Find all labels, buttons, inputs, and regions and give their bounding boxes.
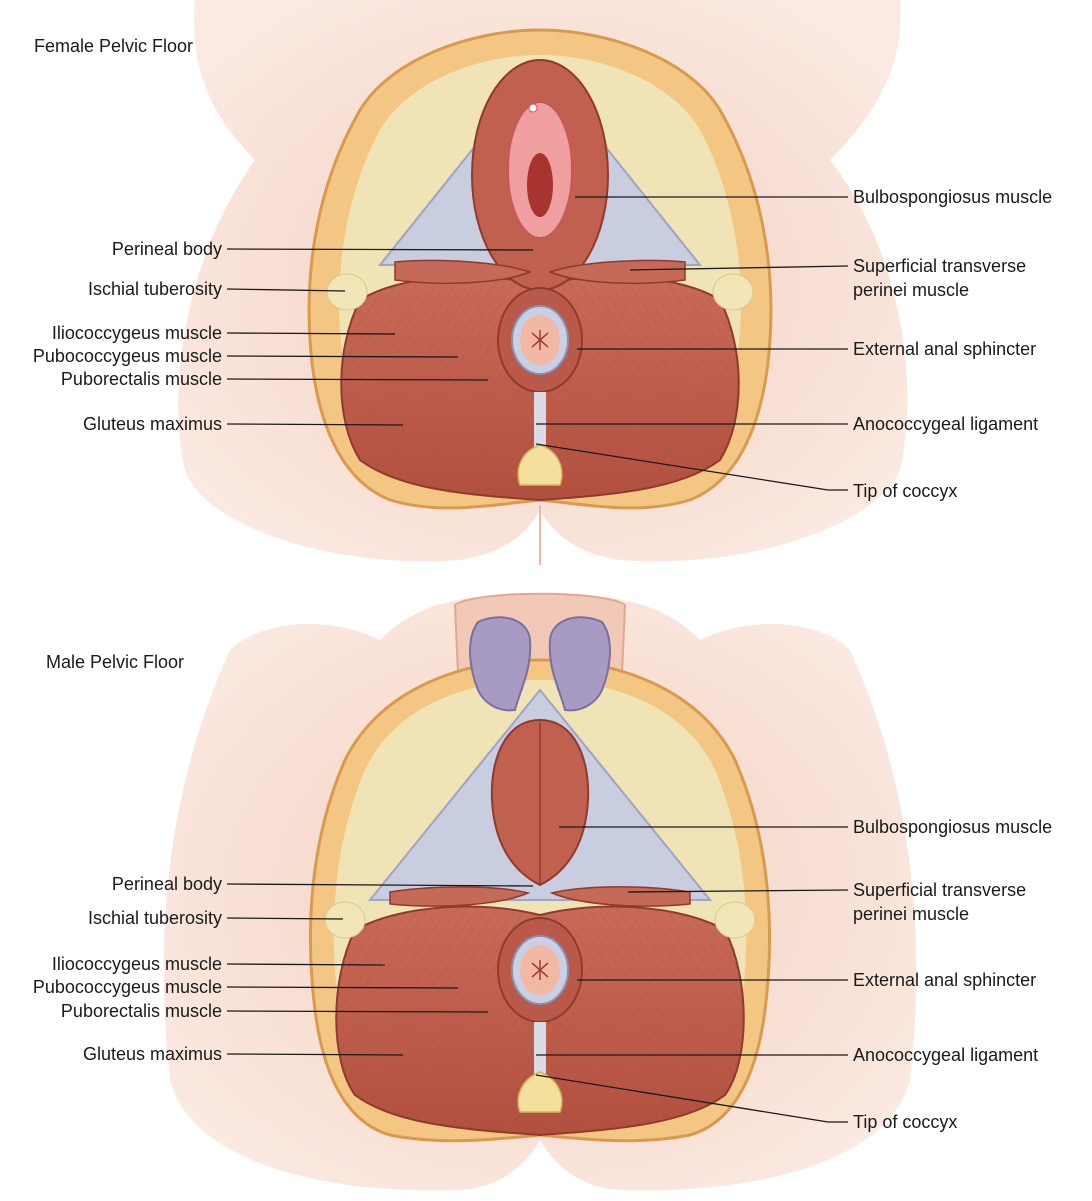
label-pubococcygeus-male: Pubococcygeus muscle xyxy=(33,977,222,997)
label-superficial-transverse-female-1: Superficial transverse xyxy=(853,256,1026,276)
label-iliococcygeus-male: Iliococcygeus muscle xyxy=(52,954,222,974)
female-illustration xyxy=(178,0,907,565)
label-perineal-body-female: Perineal body xyxy=(112,239,222,259)
male-panel-title: Male Pelvic Floor xyxy=(46,652,184,672)
label-anococcygeal-ligament-male: Anococcygeal ligament xyxy=(853,1045,1038,1065)
label-iliococcygeus-female: Iliococcygeus muscle xyxy=(52,323,222,343)
label-perineal-body-male: Perineal body xyxy=(112,874,222,894)
label-gluteus-maximus-female: Gluteus maximus xyxy=(83,414,222,434)
label-puborectalis-female: Puborectalis muscle xyxy=(61,369,222,389)
label-external-anal-sphincter-female: External anal sphincter xyxy=(853,339,1036,359)
label-superficial-transverse-female-2: perinei muscle xyxy=(853,280,969,300)
label-anococcygeal-ligament-female: Anococcygeal ligament xyxy=(853,414,1038,434)
label-puborectalis-male: Puborectalis muscle xyxy=(61,1001,222,1021)
female-panel-title: Female Pelvic Floor xyxy=(34,36,193,56)
label-pubococcygeus-female: Pubococcygeus muscle xyxy=(33,346,222,366)
label-gluteus-maximus-male: Gluteus maximus xyxy=(83,1044,222,1064)
label-bulbospongiosus-male: Bulbospongiosus muscle xyxy=(853,817,1052,837)
label-tip-of-coccyx-male: Tip of coccyx xyxy=(853,1112,957,1132)
label-ischial-tuberosity-male: Ischial tuberosity xyxy=(88,908,222,928)
label-external-anal-sphincter-male: External anal sphincter xyxy=(853,970,1036,990)
label-ischial-tuberosity-female: Ischial tuberosity xyxy=(88,279,222,299)
label-superficial-transverse-male-1: Superficial transverse xyxy=(853,880,1026,900)
label-tip-of-coccyx-female: Tip of coccyx xyxy=(853,481,957,501)
label-superficial-transverse-male-2: perinei muscle xyxy=(853,904,969,924)
label-bulbospongiosus-female: Bulbospongiosus muscle xyxy=(853,187,1052,207)
male-illustration xyxy=(164,594,917,1191)
